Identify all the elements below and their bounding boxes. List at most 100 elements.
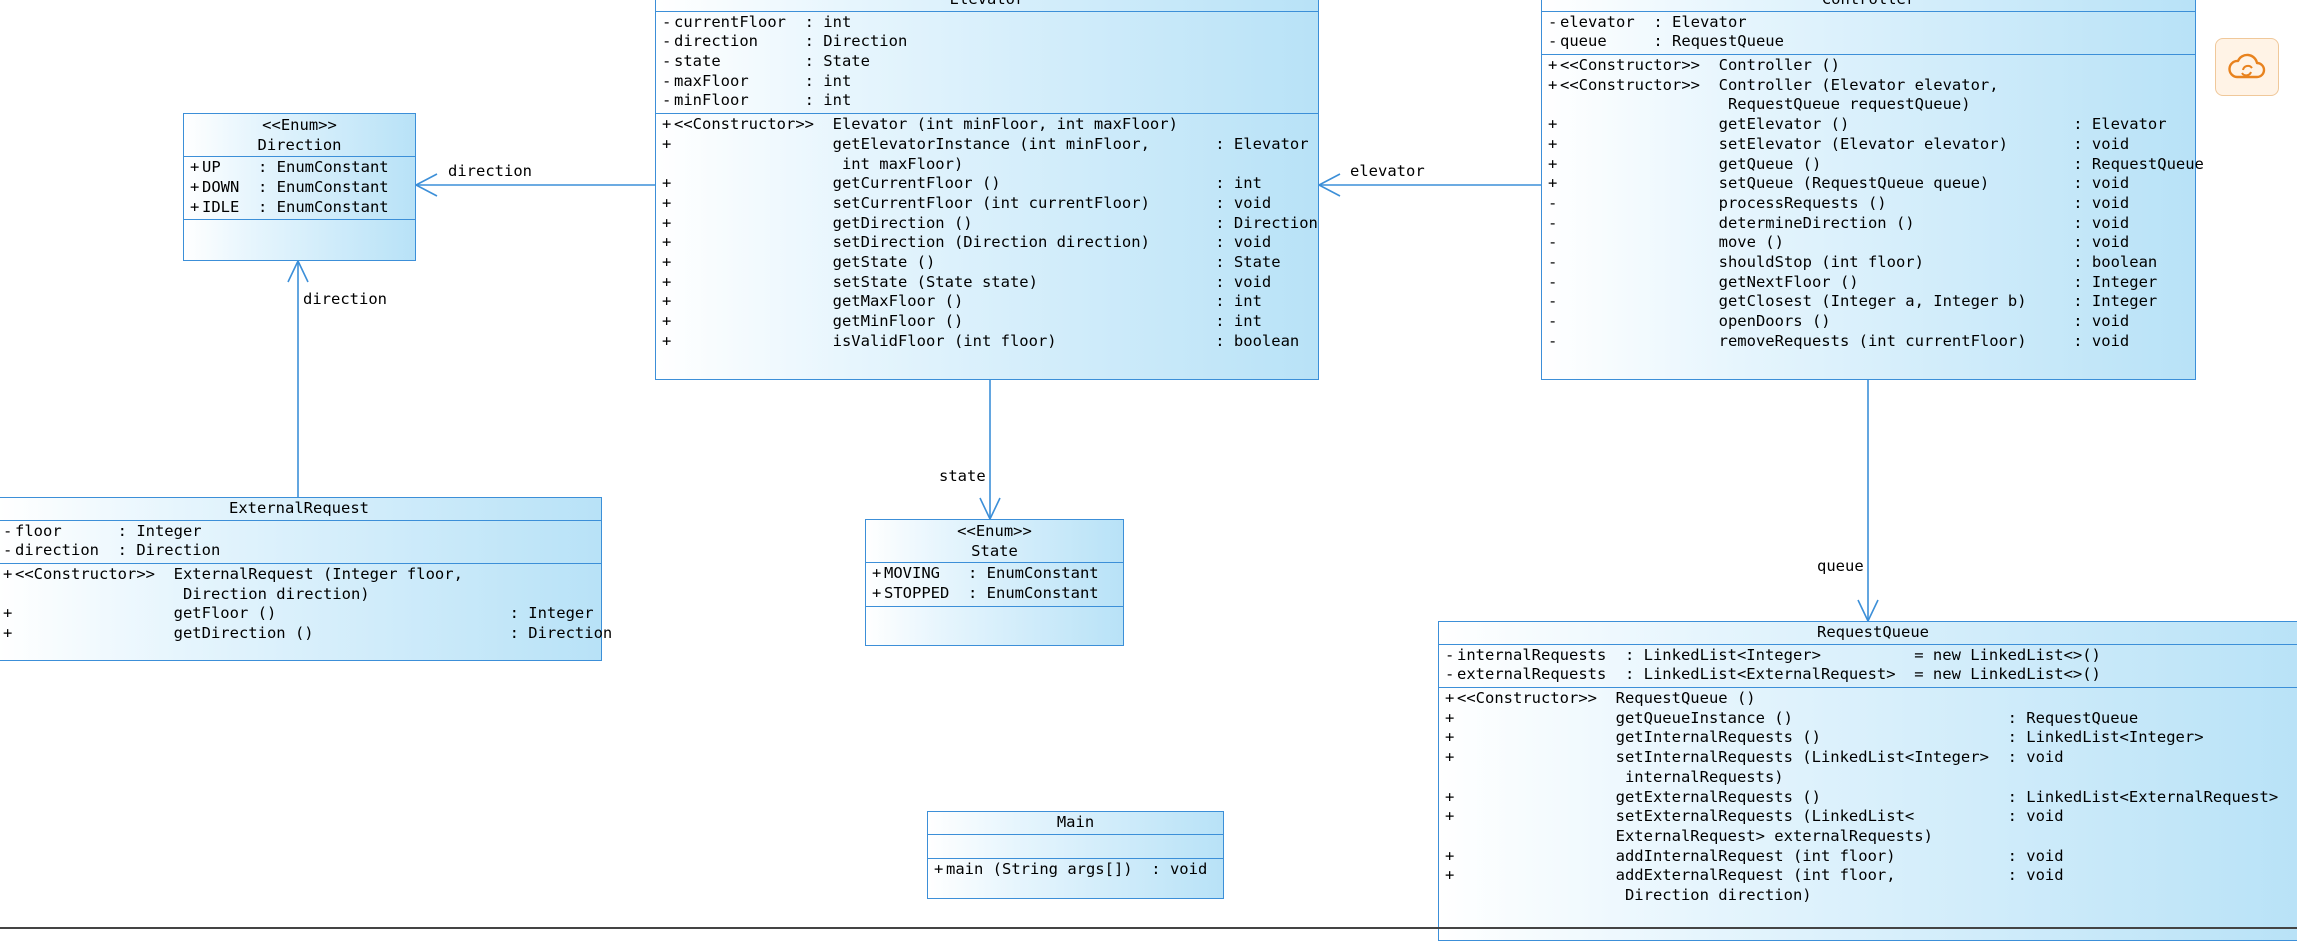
visibility-marker: + xyxy=(1445,807,1455,826)
arrowhead xyxy=(1317,173,1341,197)
visibility-marker: + xyxy=(662,134,672,153)
member-row: + getDirection () : Direction xyxy=(662,214,1318,234)
operations-section: +<<Constructor>> RequestQueue ()+ getQue… xyxy=(1439,688,2297,908)
class-main[interactable]: Main +main (String args[]) : void xyxy=(927,811,1224,899)
member-row: + getMinFloor () : int xyxy=(662,312,1314,332)
visibility-marker: + xyxy=(1548,75,1558,94)
member-text: move () : void xyxy=(1560,233,2130,252)
member-row: + getExternalRequests () : LinkedList<Ex… xyxy=(1445,788,2297,808)
member-row: -currentFloor : int xyxy=(662,13,1314,33)
visibility-marker: - xyxy=(1548,193,1558,212)
visibility-marker: + xyxy=(1445,787,1455,806)
visibility-marker: - xyxy=(1548,32,1558,51)
visibility-marker: + xyxy=(1548,174,1558,193)
member-text: addInternalRequest (int floor) : void xyxy=(1457,846,2064,865)
member-row: +<<Constructor>> Controller (Elevator el… xyxy=(1548,76,2191,96)
member-text: main (String args[]) : void xyxy=(946,859,1208,878)
member-text: <<Constructor>> RequestQueue () xyxy=(1457,689,1756,708)
stereotype: <<Enum>> xyxy=(262,116,337,134)
class-name: Elevator xyxy=(656,0,1318,12)
member-row: +STOPPED : EnumConstant xyxy=(872,584,1119,604)
member-row: ExternalRequest> externalRequests) xyxy=(1445,827,2297,847)
member-text: setQueue (RequestQueue queue) : void xyxy=(1560,174,2130,193)
visibility-marker: + xyxy=(662,115,672,134)
member-row: + addExternalRequest (int floor, : void xyxy=(1445,866,2297,886)
member-row: - processRequests () : void xyxy=(1548,194,2191,214)
member-row: - shouldStop (int floor) : boolean xyxy=(1548,253,2191,273)
visibility-marker: + xyxy=(662,174,672,193)
member-row: + setCurrentFloor (int currentFloor) : v… xyxy=(662,194,1314,214)
class-name: Main xyxy=(928,812,1223,835)
class-name: Controller xyxy=(1542,0,2195,12)
member-text: floor : Integer xyxy=(15,521,202,540)
member-text: minFloor : int xyxy=(674,91,852,110)
visibility-marker: + xyxy=(934,859,944,878)
class-header: <<Enum>> State xyxy=(866,520,1123,564)
visibility-marker: + xyxy=(3,624,13,643)
visibility-marker: + xyxy=(1548,134,1558,153)
member-row: -minFloor : int xyxy=(662,91,1314,111)
operations-section: +<<Constructor>> Elevator (int minFloor,… xyxy=(656,114,1318,353)
class-elevator[interactable]: Elevator -currentFloor : int-direction :… xyxy=(655,0,1319,380)
member-text: getQueueInstance () : RequestQueue xyxy=(1457,708,2139,727)
member-row: + getInternalRequests () : LinkedList<In… xyxy=(1445,728,2297,748)
class-name: ExternalRequest xyxy=(0,498,601,521)
arrowhead xyxy=(979,497,1001,521)
member-text: <<Constructor>> Controller (Elevator ele… xyxy=(1560,75,1999,94)
visibility-marker: - xyxy=(1548,312,1558,331)
member-row: +MOVING : EnumConstant xyxy=(872,564,1119,584)
visibility-marker: + xyxy=(3,565,13,584)
member-row: + setDirection (Direction direction) : v… xyxy=(662,233,1314,253)
member-row: +main (String args[]) : void xyxy=(934,860,1219,880)
class-controller[interactable]: Controller -elevator : Elevator-queue : … xyxy=(1541,0,2204,380)
cloud-sync-button[interactable] xyxy=(2215,38,2279,96)
member-text: <<Constructor>> ExternalRequest (Integer… xyxy=(15,565,463,584)
visibility-marker: + xyxy=(662,252,672,271)
visibility-marker xyxy=(1548,95,1560,115)
visibility-marker: - xyxy=(1445,665,1455,684)
member-row: -maxFloor : int xyxy=(662,72,1314,92)
member-row: + setElevator (Elevator elevator) : void xyxy=(1548,135,2191,155)
member-row: +<<Constructor>> Elevator (int minFloor,… xyxy=(662,115,1314,135)
visibility-marker xyxy=(662,155,674,175)
class-state-enum[interactable]: <<Enum>> State +MOVING : EnumConstant+ST… xyxy=(865,519,1124,646)
member-row: +IDLE : EnumConstant xyxy=(190,198,411,218)
member-text: queue : RequestQueue xyxy=(1560,32,1784,51)
class-direction-enum[interactable]: <<Enum>> Direction +UP : EnumConstant+DO… xyxy=(183,113,416,261)
operations-section xyxy=(184,220,415,245)
member-row: +<<Constructor>> Controller () xyxy=(1548,56,2191,76)
member-row: -queue : RequestQueue xyxy=(1548,32,2191,52)
class-external-request[interactable]: ExternalRequest -floor : Integer-directi… xyxy=(0,497,612,661)
attributes-section: -elevator : Elevator-queue : RequestQueu… xyxy=(1542,12,2195,56)
visibility-marker: + xyxy=(662,292,672,311)
visibility-marker: + xyxy=(1445,689,1455,708)
member-text: getMaxFloor () : int xyxy=(674,292,1262,311)
member-row: + getState () : State xyxy=(662,253,1314,273)
member-text: processRequests () : void xyxy=(1560,193,2130,212)
visibility-marker: + xyxy=(662,312,672,331)
member-text: getInternalRequests () : LinkedList<Inte… xyxy=(1457,728,2204,747)
member-text: direction : Direction xyxy=(674,32,908,51)
member-row: + setQueue (RequestQueue queue) : void xyxy=(1548,174,2191,194)
arrowhead xyxy=(1857,599,1879,623)
member-text: direction : Direction xyxy=(15,541,221,560)
association-label-queue: queue xyxy=(1817,557,1864,575)
arrowhead xyxy=(414,173,438,197)
member-text: UP : EnumConstant xyxy=(202,158,389,177)
member-text: getDirection () : Direction xyxy=(674,213,1318,232)
member-row: +DOWN : EnumConstant xyxy=(190,178,411,198)
member-row: + getCurrentFloor () : int xyxy=(662,174,1314,194)
member-text: STOPPED : EnumConstant xyxy=(884,584,1099,603)
visibility-marker: + xyxy=(3,604,13,623)
member-text: setState (State state) : void xyxy=(674,272,1272,291)
member-text: setExternalRequests (LinkedList< : void xyxy=(1457,807,2064,826)
member-row: + getMaxFloor () : int xyxy=(662,292,1314,312)
member-row: +<<Constructor>> ExternalRequest (Intege… xyxy=(3,565,597,585)
association-label-direction: direction xyxy=(448,162,532,180)
member-text: getExternalRequests () : LinkedList<Exte… xyxy=(1457,787,2279,806)
class-request-queue[interactable]: RequestQueue -internalRequests : LinkedL… xyxy=(1438,621,2297,941)
visibility-marker: - xyxy=(662,52,672,71)
member-text: currentFloor : int xyxy=(674,12,852,31)
visibility-marker: - xyxy=(662,71,672,90)
member-text: getDirection () : Direction xyxy=(15,624,613,643)
